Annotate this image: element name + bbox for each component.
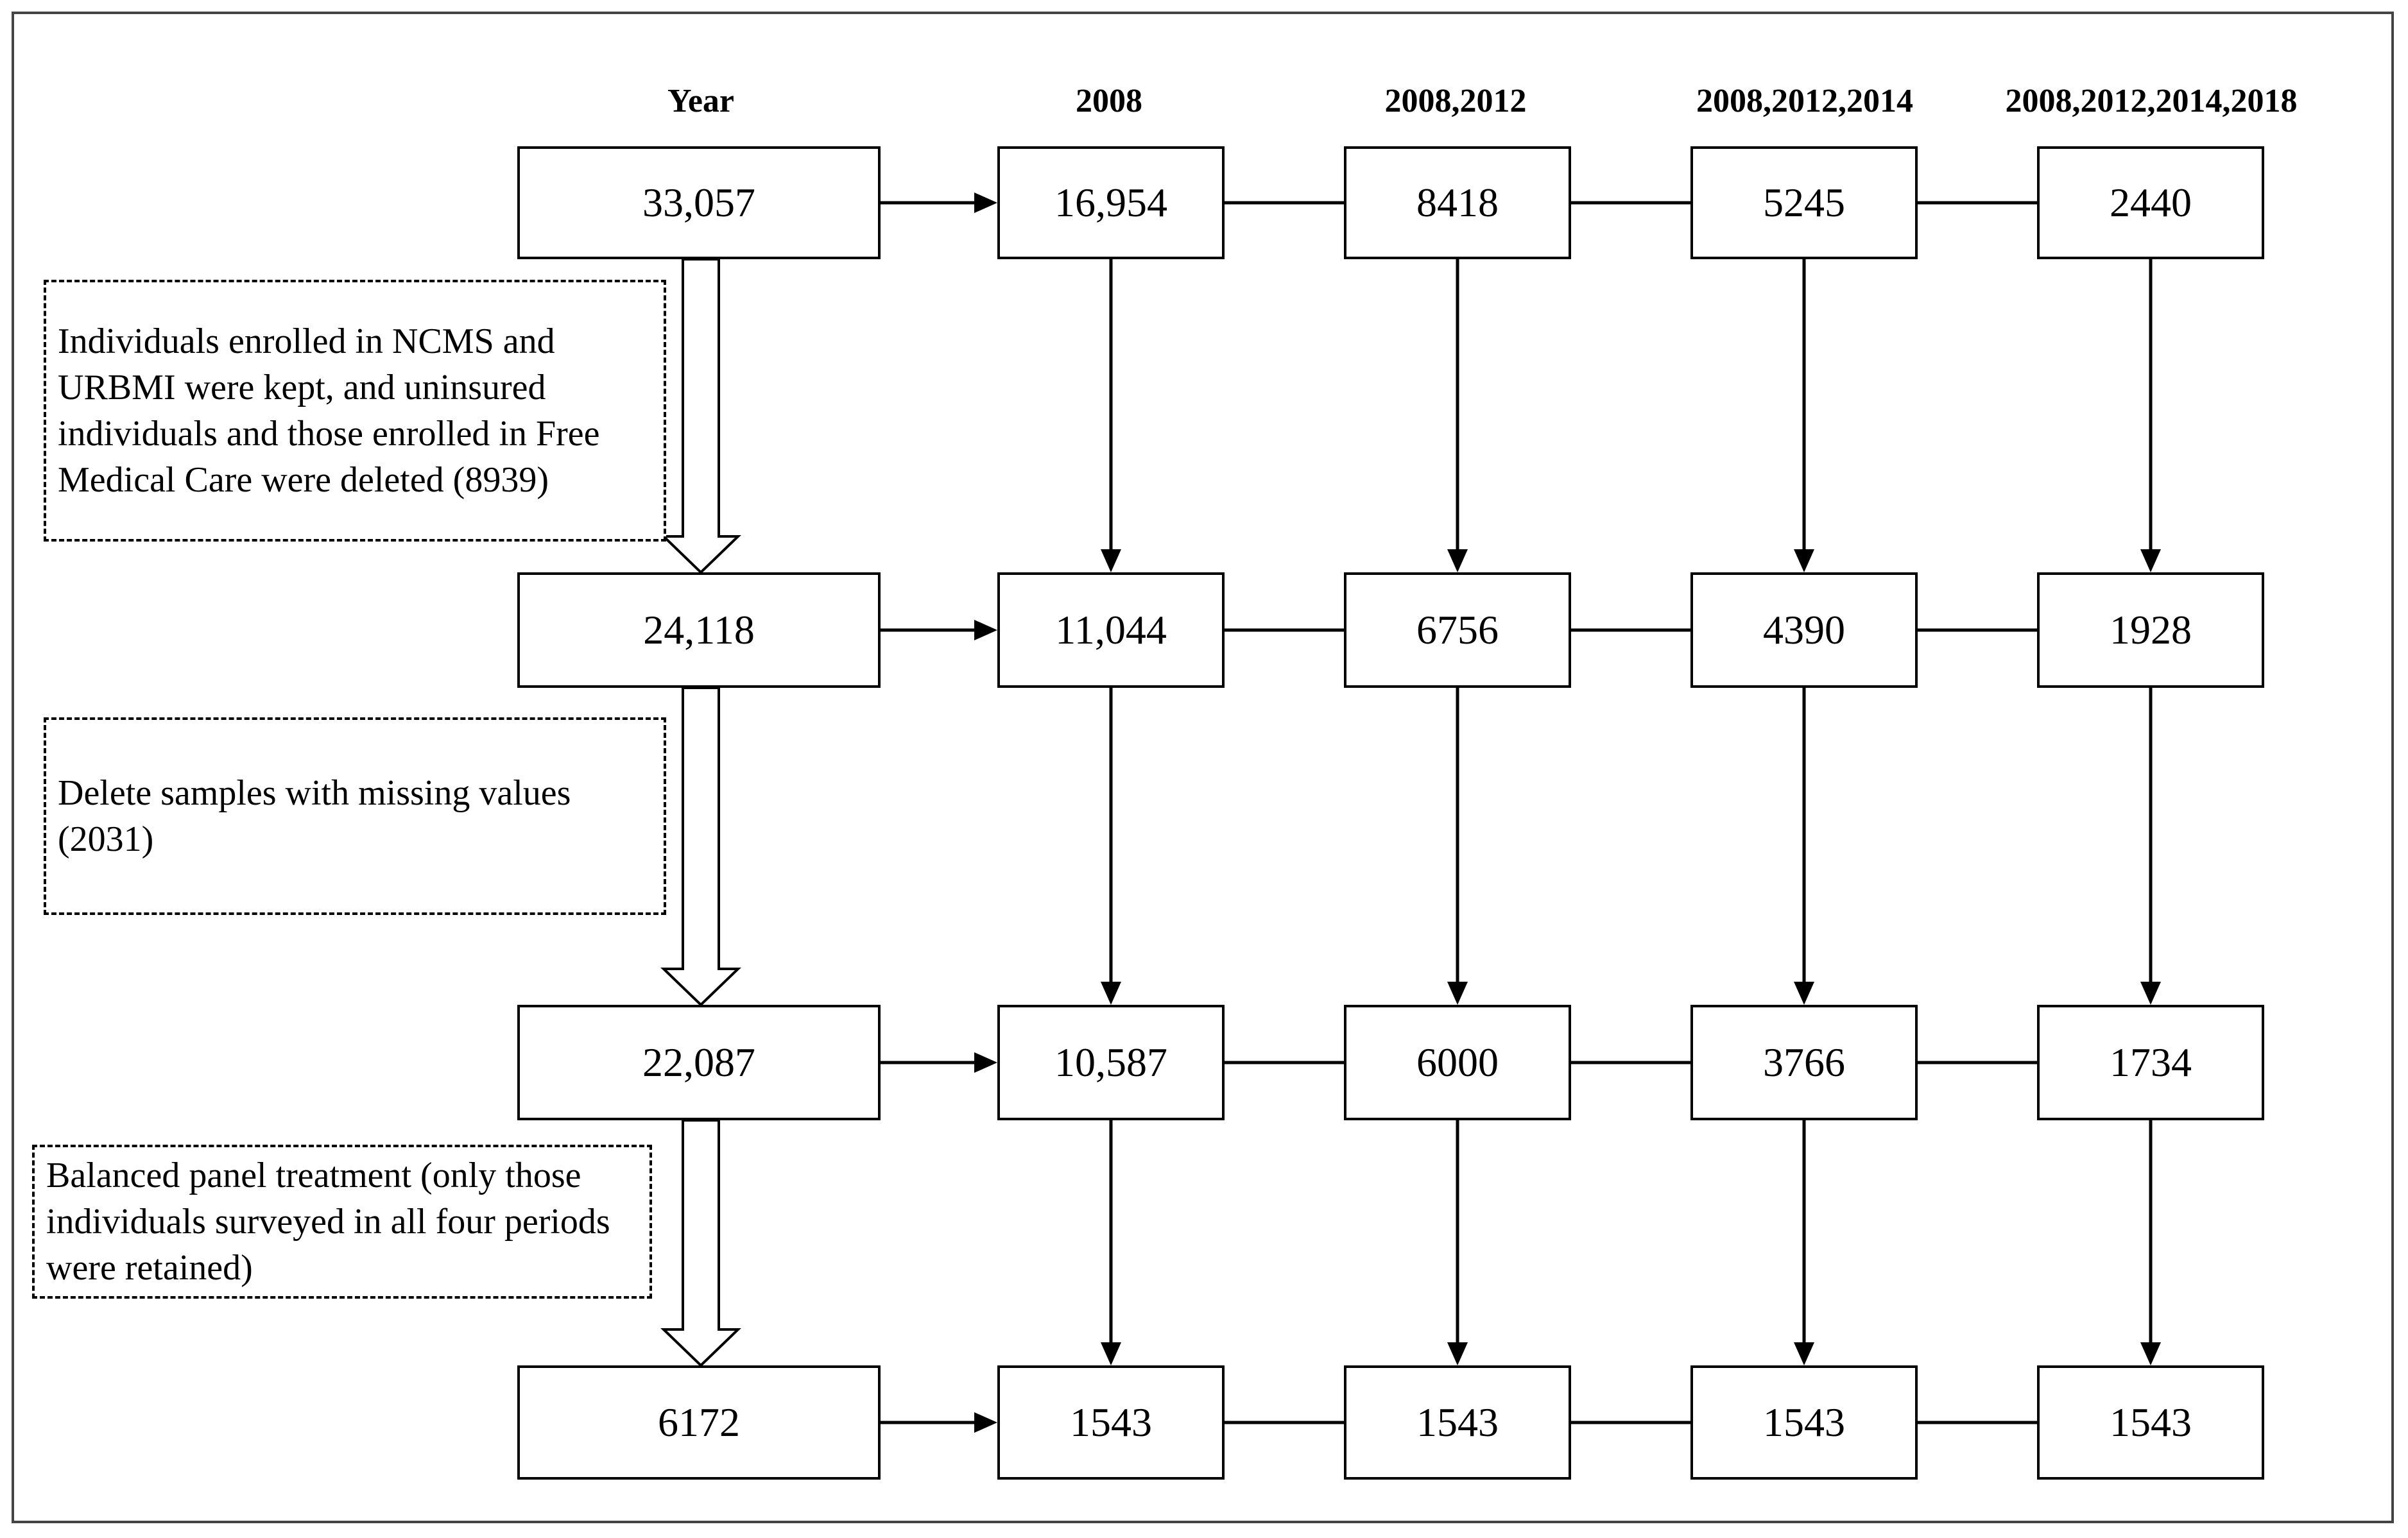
note-balanced-panel-text: Balanced panel treatment (only those ind… [46, 1156, 610, 1288]
arrow-down-col-1-row-1-head [1101, 982, 1121, 1005]
note-insurance-filter-text: Individuals enrolled in NCMS and URBMI w… [58, 321, 600, 500]
arrow-total-to-2008-row-2-head [974, 1052, 997, 1073]
header-2008: 2008 [1076, 83, 1142, 119]
arrow-down-col-4-row-2-head [2140, 1342, 2161, 1365]
arrow-down-col-3-row-2-head [1794, 1342, 1814, 1365]
count-box-2008-insured: 11,044 [997, 572, 1225, 688]
note-missing-values-text: Delete samples with missing values (2031… [58, 773, 571, 859]
arrow-total-to-2008-row-3-head [974, 1412, 997, 1433]
count-box-2008-initial: 16,954 [997, 146, 1225, 259]
count-box-2008-2012-balanced: 1543 [1344, 1365, 1571, 1480]
count-box-2008-2018-insured: 1928 [2037, 572, 2264, 688]
arrow-down-col-2-row-2-head [1447, 1342, 1468, 1365]
count-box-2008-2012-initial: 8418 [1344, 146, 1571, 259]
header-2008-2012: 2008,2012 [1384, 83, 1527, 119]
arrow-down-col-3-row-0-head [1794, 549, 1814, 572]
arrow-total-to-2008-row-0-head [974, 192, 997, 213]
count-box-2008-2014-complete: 3766 [1690, 1005, 1918, 1120]
count-box-total-balanced: 6172 [517, 1365, 881, 1480]
header-year: Year [667, 83, 734, 119]
arrow-down-col-1-row-0-head [1101, 549, 1121, 572]
count-box-2008-2014-balanced: 1543 [1690, 1365, 1918, 1480]
count-box-total-complete: 22,087 [517, 1005, 881, 1120]
count-box-2008-2018-initial: 2440 [2037, 146, 2264, 259]
note-missing-values: Delete samples with missing values (2031… [44, 717, 666, 915]
arrow-down-col-4-row-0-head [2140, 549, 2161, 572]
arrow-total-to-2008-row-1-head [974, 620, 997, 640]
count-box-total-insured: 24,118 [517, 572, 881, 688]
count-box-2008-2018-balanced: 1543 [2037, 1365, 2264, 1480]
count-box-2008-2012-insured: 6756 [1344, 572, 1571, 688]
count-box-2008-complete: 10,587 [997, 1005, 1225, 1120]
header-2008-2012-2014: 2008,2012,2014 [1696, 83, 1913, 119]
hollow-arrow-total-row-0 [660, 258, 741, 574]
arrow-down-col-3-row-1-head [1794, 982, 1814, 1005]
arrow-down-col-2-row-0-head [1447, 549, 1468, 572]
count-box-2008-2012-complete: 6000 [1344, 1005, 1571, 1120]
arrow-down-col-2-row-1-head [1447, 982, 1468, 1005]
note-insurance-filter: Individuals enrolled in NCMS and URBMI w… [44, 280, 666, 542]
count-box-2008-2014-insured: 4390 [1690, 572, 1918, 688]
count-box-2008-2018-complete: 1734 [2037, 1005, 2264, 1120]
count-box-2008-2014-initial: 5245 [1690, 146, 1918, 259]
outer-frame [12, 12, 2394, 1523]
hollow-arrow-total-row-1 [660, 687, 741, 1007]
note-balanced-panel: Balanced panel treatment (only those ind… [32, 1145, 652, 1299]
arrow-down-col-4-row-1-head [2140, 982, 2161, 1005]
count-box-2008-balanced: 1543 [997, 1365, 1225, 1480]
count-box-total-initial: 33,057 [517, 146, 881, 259]
arrow-down-col-1-row-2-head [1101, 1342, 1121, 1365]
hollow-arrow-total-row-2 [660, 1119, 741, 1367]
header-2008-2012-2014-2018: 2008,2012,2014,2018 [2005, 83, 2298, 119]
